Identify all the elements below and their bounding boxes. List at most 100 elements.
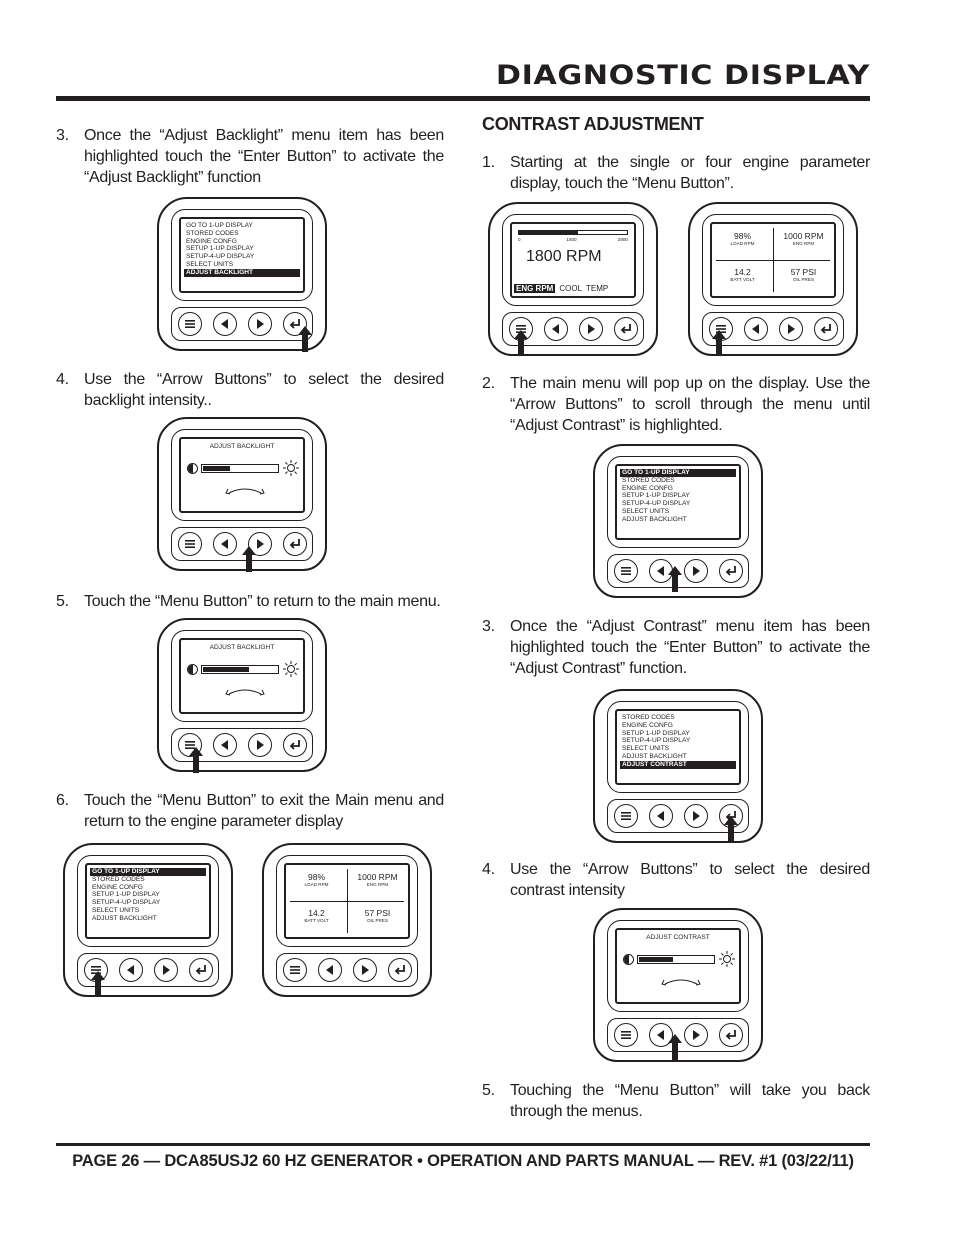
step-text: Touch the “Menu Button” to return to the… xyxy=(84,593,441,610)
right-arrow-icon xyxy=(256,539,264,549)
menu-button[interactable] xyxy=(177,532,202,556)
left-arrow-icon xyxy=(656,1030,664,1040)
enter-icon xyxy=(620,324,631,334)
menu-button[interactable] xyxy=(282,958,307,982)
level-fill xyxy=(203,667,249,672)
step-text: Use the “Arrow Buttons” to select the de… xyxy=(84,371,444,409)
step-right-5: 5. Touching the “Menu Button” will take … xyxy=(482,1080,870,1122)
menu-item: ENGINE CONFG xyxy=(92,883,143,891)
device-single-up-display: 0 1500 2800 1800 RPM ENG RPM COOL TEMP xyxy=(488,202,658,356)
menu-item: SETUP-4-UP DISPLAY xyxy=(622,500,691,508)
right-arrow-button[interactable] xyxy=(352,958,377,982)
param-label: OIL PRES xyxy=(792,277,815,282)
menu-button[interactable] xyxy=(177,733,202,757)
footer-rule xyxy=(56,1143,870,1146)
right-arrow-button[interactable] xyxy=(153,958,178,982)
left-arrow-button[interactable] xyxy=(212,312,237,336)
param-cell: 98%LOAD RPM xyxy=(712,224,773,260)
param-value: 1000 RPM xyxy=(783,231,824,241)
menu-button[interactable] xyxy=(177,312,202,336)
level-fill xyxy=(203,466,230,471)
display-screen: 0 1500 2800 1800 RPM ENG RPM COOL TEMP xyxy=(510,222,636,298)
menu-item: ENGINE CONFG xyxy=(622,721,673,729)
left-arrow-button[interactable] xyxy=(118,958,143,982)
param-value: 57 PSI xyxy=(790,267,817,277)
menu-icon xyxy=(620,812,631,820)
swap-arrows-icon xyxy=(225,488,265,495)
menu-item: GO TO 1-UP DISPLAY xyxy=(186,222,253,229)
enter-button[interactable] xyxy=(282,532,307,556)
right-arrow-button[interactable] xyxy=(683,559,708,583)
param-selected: ENG RPM xyxy=(514,284,556,293)
menu-item: ENGINE CONFG xyxy=(186,237,237,245)
device-adjust-backlight-menu: GO TO 1-UP DISPLAY STORED CODES ENGINE C… xyxy=(157,197,327,351)
menu-item: ENGINE CONFG xyxy=(622,484,673,492)
menu-item: SETUP-4-UP DISPLAY xyxy=(622,737,691,745)
enter-icon xyxy=(289,740,300,750)
left-arrow-button[interactable] xyxy=(743,317,768,341)
device-adjust-backlight-return: ADJUST BACKLIGHT xyxy=(157,618,327,772)
right-arrow-button[interactable] xyxy=(683,1023,708,1047)
enter-button[interactable] xyxy=(188,958,213,982)
param-value: 57 PSI xyxy=(364,908,391,918)
right-arrow-button[interactable] xyxy=(683,804,708,828)
screen-label: ADJUST CONTRAST xyxy=(646,934,710,941)
menu-item: SELECT UNITS xyxy=(622,507,670,515)
enter-button[interactable] xyxy=(718,559,743,583)
right-arrow-button[interactable] xyxy=(247,532,272,556)
step-number: 4. xyxy=(482,861,495,878)
param-value: 14.2 xyxy=(734,267,751,277)
display-screen: ADJUST CONTRAST xyxy=(615,928,741,1004)
enter-button[interactable] xyxy=(613,317,638,341)
pointer-arrow-icon xyxy=(668,566,682,592)
pointer-arrow-icon xyxy=(189,747,203,773)
left-arrow-button[interactable] xyxy=(212,532,237,556)
device-adjust-contrast: ADJUST CONTRAST xyxy=(593,908,763,1062)
menu-item: SETUP-4-UP DISPLAY xyxy=(186,253,255,261)
left-arrow-button[interactable] xyxy=(317,958,342,982)
enter-button[interactable] xyxy=(813,317,838,341)
device-main-menu: GO TO 1-UP DISPLAY STORED CODES ENGINE C… xyxy=(63,843,233,997)
right-arrow-icon xyxy=(162,965,170,975)
menu-button[interactable] xyxy=(613,559,638,583)
left-arrow-button[interactable] xyxy=(648,1023,673,1047)
right-arrow-button[interactable] xyxy=(247,733,272,757)
left-arrow-button[interactable] xyxy=(648,804,673,828)
step-left-3: 3. Once the “Adjust Backlight” menu item… xyxy=(56,125,444,188)
single-up-display: 0 1500 2800 1800 RPM ENG RPM COOL TEMP xyxy=(512,224,634,296)
left-arrow-button[interactable] xyxy=(212,733,237,757)
right-arrow-button[interactable] xyxy=(778,317,803,341)
step-left-6: 6. Touch the “Menu Button” to exit the M… xyxy=(56,790,444,832)
menu-icon xyxy=(289,966,300,974)
right-arrow-icon xyxy=(787,324,795,334)
level-bar xyxy=(201,665,279,674)
rpm-value: 1800 RPM xyxy=(526,248,602,265)
step-text: Use the “Arrow Buttons” to select the de… xyxy=(510,861,870,899)
right-arrow-button[interactable] xyxy=(247,312,272,336)
contrast-low-icon xyxy=(623,954,634,965)
right-arrow-button[interactable] xyxy=(578,317,603,341)
menu-icon xyxy=(90,966,101,974)
enter-icon xyxy=(289,539,300,549)
menu-item: SETUP 1-UP DISPLAY xyxy=(622,729,690,737)
enter-button[interactable] xyxy=(387,958,412,982)
left-arrow-button[interactable] xyxy=(543,317,568,341)
pointer-arrow-icon xyxy=(298,326,312,352)
menu-button[interactable] xyxy=(613,1023,638,1047)
enter-button[interactable] xyxy=(718,1023,743,1047)
sun-icon xyxy=(283,661,299,677)
left-arrow-icon xyxy=(220,539,228,549)
step-right-3: 3. Once the “Adjust Contrast” menu item … xyxy=(482,616,870,679)
enter-button[interactable] xyxy=(282,312,307,336)
menu-item: SELECT UNITS xyxy=(186,260,234,268)
pointer-arrow-icon xyxy=(668,1034,682,1060)
swap-arrows-icon xyxy=(225,689,265,696)
enter-button[interactable] xyxy=(282,733,307,757)
page-title: DIAGNOSTIC DISPLAY xyxy=(495,60,870,91)
menu-button[interactable] xyxy=(613,804,638,828)
